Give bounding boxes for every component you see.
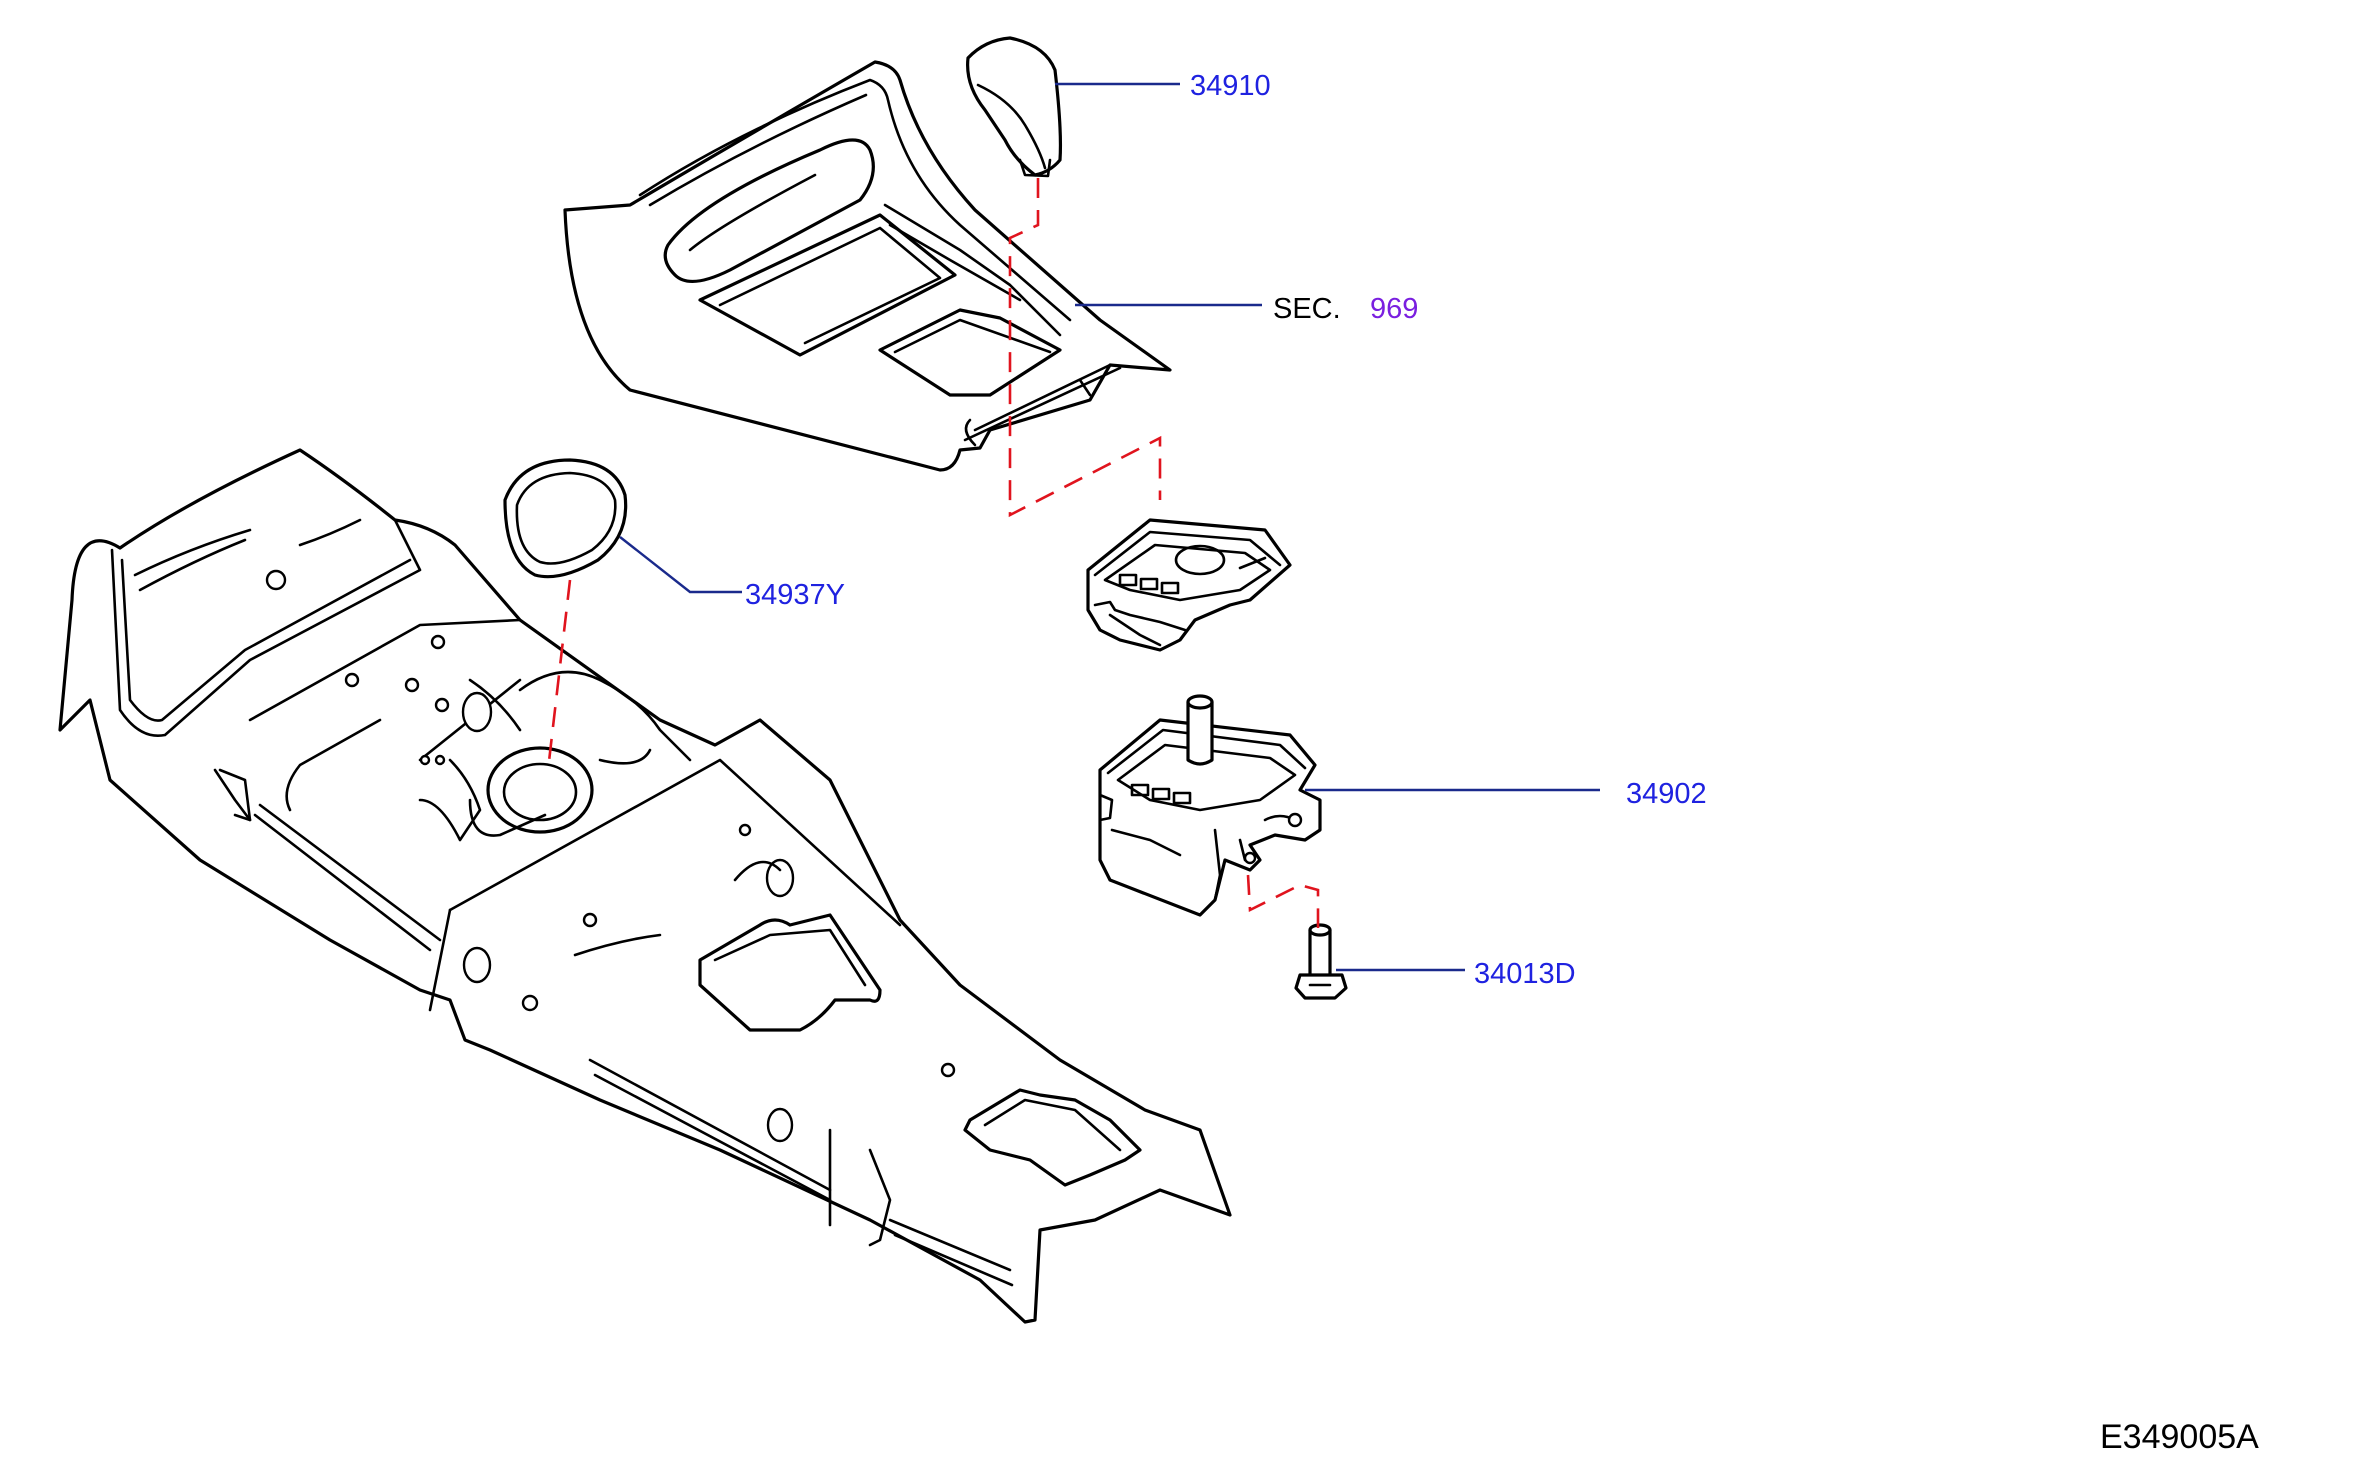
assembly-lines <box>546 178 1320 928</box>
console-finisher <box>563 60 1172 472</box>
shift-indicator <box>1086 518 1292 652</box>
callout-sec-969: 969 <box>1370 293 1418 325</box>
callout-34910: 34910 <box>1190 70 1271 102</box>
callout-sec-prefix: SEC. <box>1273 293 1341 325</box>
callout-34013d: 34013D <box>1474 958 1576 990</box>
shift-boot <box>503 458 628 579</box>
shift-device-assembly <box>1098 694 1322 917</box>
drawing-id: E349005A <box>2100 1418 2259 1456</box>
shift-knob <box>966 36 1063 178</box>
leader-lines <box>619 82 1600 972</box>
callout-34937y: 34937Y <box>745 579 845 611</box>
bolt <box>1294 923 1348 1000</box>
callout-34902: 34902 <box>1626 778 1707 810</box>
floor-tunnel-panel <box>58 448 1232 1324</box>
callouts: 34910 SEC. 969 34937Y 34902 34013D E3490… <box>745 70 2259 1456</box>
